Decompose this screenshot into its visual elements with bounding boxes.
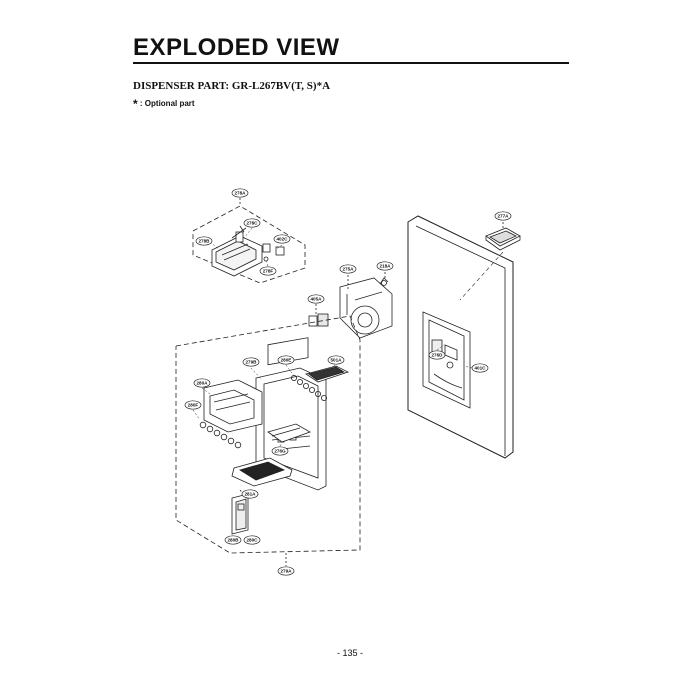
svg-text:276G: 276G <box>274 449 286 454</box>
part-label: 280E <box>277 355 295 365</box>
svg-text:501A: 501A <box>331 358 343 363</box>
drip-tray <box>231 457 293 487</box>
group-278A-outline <box>192 198 306 284</box>
part-label: 218A <box>376 261 394 271</box>
part-label: 275A <box>339 264 357 274</box>
svg-text:280E: 280E <box>281 358 292 363</box>
part-label: 501A <box>327 355 345 365</box>
svg-text:276D: 276D <box>432 353 444 358</box>
svg-text:278C: 278C <box>247 221 259 226</box>
display-cover-280A <box>203 379 263 433</box>
svg-text:280C: 280C <box>247 538 259 543</box>
part-label: 280B <box>224 535 242 545</box>
part-label: 280A <box>193 378 211 388</box>
svg-text:280F: 280F <box>188 403 199 408</box>
svg-text:401C: 401C <box>475 366 487 371</box>
part-label-bubbles: 278A 278C 278B 402C 278F 277A 275A 218A … <box>184 188 512 576</box>
svg-text:281A: 281A <box>245 492 257 497</box>
part-label: 281A <box>241 489 259 499</box>
leader-lines <box>192 227 473 447</box>
svg-text:275A: 275A <box>343 267 355 272</box>
part-label: 278B <box>195 236 213 246</box>
svg-text:218A: 218A <box>380 264 392 269</box>
part-label: 280C <box>243 535 261 545</box>
part-label: 278A <box>231 188 249 198</box>
svg-text:278A: 278A <box>235 191 247 196</box>
optional-star: * <box>133 97 138 111</box>
part-label: 278F <box>259 266 277 276</box>
part-label: 276D <box>428 350 446 360</box>
part-label: 278C <box>243 218 261 228</box>
page-title: EXPLODED VIEW <box>133 34 340 61</box>
diagram-subtitle: DISPENSER PART: GR-L267BV(T, S)*A <box>133 80 331 92</box>
buttons-280E <box>290 374 327 401</box>
grille-501A <box>305 365 350 383</box>
optional-note-text: : Optional part <box>139 99 195 108</box>
part-label: 279B <box>242 357 260 367</box>
svg-text:278F: 278F <box>263 269 274 274</box>
svg-text:280B: 280B <box>228 538 240 543</box>
part-label: 279A <box>277 566 295 576</box>
svg-text:278B: 278B <box>199 239 211 244</box>
part-276G-shape <box>267 423 311 443</box>
part-label: 276G <box>271 446 289 456</box>
svg-text:279A: 279A <box>281 569 293 574</box>
svg-text:402C: 402C <box>277 237 289 242</box>
title-underline <box>133 62 569 64</box>
page-number: - 135 - <box>336 648 363 658</box>
svg-text:277A: 277A <box>498 214 510 219</box>
svg-text:279B: 279B <box>246 360 258 365</box>
buttons-280F <box>199 421 242 449</box>
part-label: 402C <box>273 234 291 244</box>
group-279A-outline <box>175 315 361 566</box>
cap-277A <box>485 222 521 251</box>
part-label: 277A <box>494 211 512 221</box>
lever-housing-parts <box>211 225 285 277</box>
svg-text:405A: 405A <box>311 297 323 302</box>
part-label: 401C <box>471 363 489 373</box>
refrigerator-door <box>407 215 514 459</box>
part-label: 405A <box>307 294 325 304</box>
svg-text:280A: 280A <box>197 381 209 386</box>
cover-281A <box>231 489 249 535</box>
part-label: 280F <box>184 400 202 410</box>
optional-part-note: * : Optional part <box>133 97 195 111</box>
